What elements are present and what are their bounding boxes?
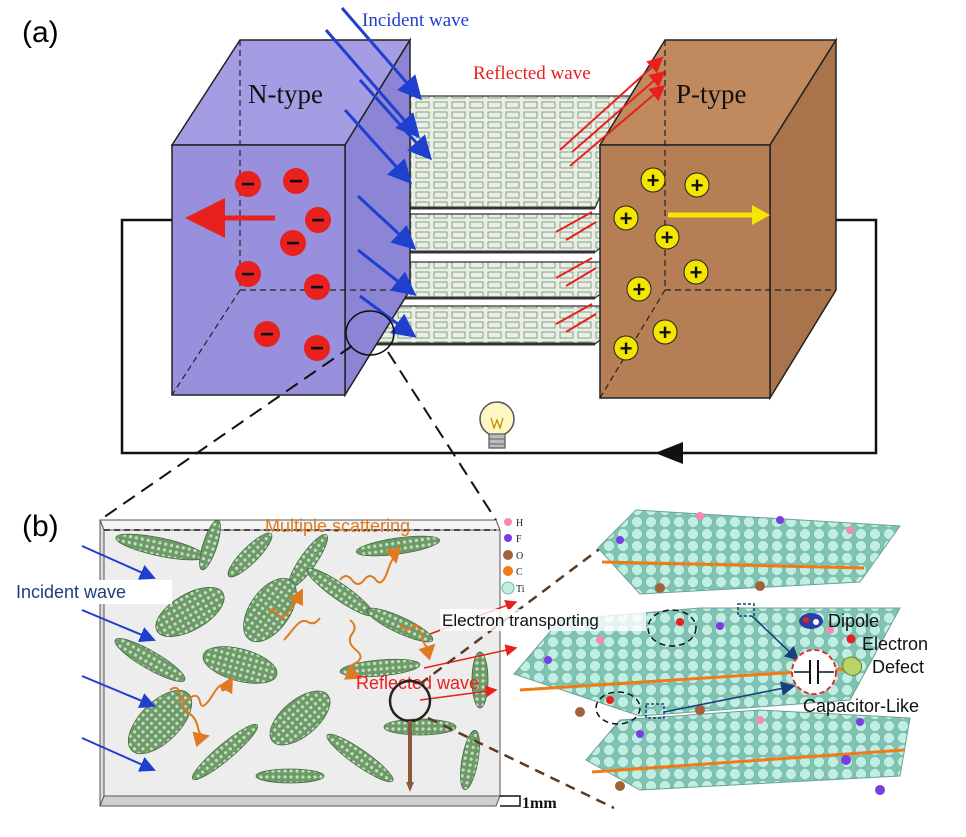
hole-icon: + [652,319,678,345]
hole-icon: + [684,172,710,198]
svg-text:+: + [620,336,633,361]
dipole-icon [799,613,823,629]
svg-text:−: − [311,207,325,234]
svg-text:−: − [241,261,255,288]
svg-text:−: − [310,274,324,301]
svg-text:−: − [310,335,324,362]
panel-a-label: (a) [22,16,59,49]
hole-icon: + [640,167,666,193]
legend-item-h: H [504,518,523,529]
surface-atoms [544,512,885,795]
scattering-paths [169,546,436,748]
hole-icon: + [683,259,709,285]
svg-text:+: + [633,277,646,302]
svg-text:+: + [659,320,672,345]
legend-item-c: C [503,566,523,578]
electron-transporting-label: Electron transporting [442,611,599,630]
svg-text:C: C [516,567,523,578]
electron-icon: − [304,335,330,362]
capacitor-like-label: Capacitor-Like [803,696,919,716]
electron-charges: − − − − − − − − [235,168,331,362]
electron-transport-path [595,609,697,725]
svg-text:−: − [260,321,274,348]
electron-icon: − [254,321,280,348]
current-arrow-icon [655,442,683,464]
svg-text:−: − [286,230,300,257]
svg-text:+: + [691,173,704,198]
dipole-markers [645,603,755,719]
circuit-wire [120,218,878,455]
defect-icon [842,656,863,677]
scale-bar [500,795,521,807]
n-type-label: N-type [248,79,323,109]
incident-wave-label-a: Incident wave [362,10,469,31]
svg-text:+: + [647,168,660,193]
atomic-layers [513,509,911,791]
svg-text:+: + [661,225,674,250]
incident-wave-label-b: Incident wave [16,582,126,602]
reflected-wave-arrows [555,56,666,333]
electron-label: Electron [862,634,928,654]
electron-icon: − [304,274,330,301]
zoom-callout-lines [99,345,497,521]
dipole-label: Dipole [828,611,879,631]
svg-text:−: − [241,171,255,198]
svg-text:H: H [516,518,523,529]
electron-dot-icon [846,634,856,644]
defect-label: Defect [872,657,924,677]
panel-b-label: (b) [22,510,59,543]
svg-text:−: − [289,168,303,195]
hole-icon: + [613,205,639,231]
electron-icon: − [235,261,261,288]
multiple-scattering-label: Multiple scattering [265,516,410,536]
electron-icon: − [283,168,309,195]
magnifier-icon [388,679,432,792]
hole-icon: + [626,276,652,302]
svg-text:O: O [516,551,523,562]
hole-charges: + + + + + + + + [613,167,710,361]
reflected-wave-label-a: Reflected wave [473,63,591,84]
scale-label: 1mm [522,795,557,812]
hole-flow-arrowhead-icon [752,205,770,225]
light-bulb-icon [479,401,515,449]
legend-item-o: O [503,550,523,562]
p-type-label: P-type [676,79,747,109]
hole-icon: + [654,224,680,250]
electron-icon: − [280,230,306,257]
hole-icon: + [613,335,639,361]
svg-text:+: + [690,260,703,285]
svg-text:F: F [516,534,522,545]
capacitor-icon [791,649,837,695]
svg-text:Ti: Ti [516,584,525,595]
electron-transport-label-bg [440,609,646,631]
svg-text:+: + [620,206,633,231]
incident-label-bg [14,580,172,604]
zoom-circle [345,310,395,356]
incident-wave-arrows-b [81,545,156,772]
mxene-flakes [114,519,489,790]
electron-icon: − [235,171,261,198]
capacitor-arrows [663,615,800,713]
incident-wave-arrows [324,7,433,338]
element-legend: H F O C Ti [501,518,525,595]
legend-item-f: F [504,534,522,545]
electron-icon: − [305,207,331,234]
legend-item-ti: Ti [501,581,525,595]
